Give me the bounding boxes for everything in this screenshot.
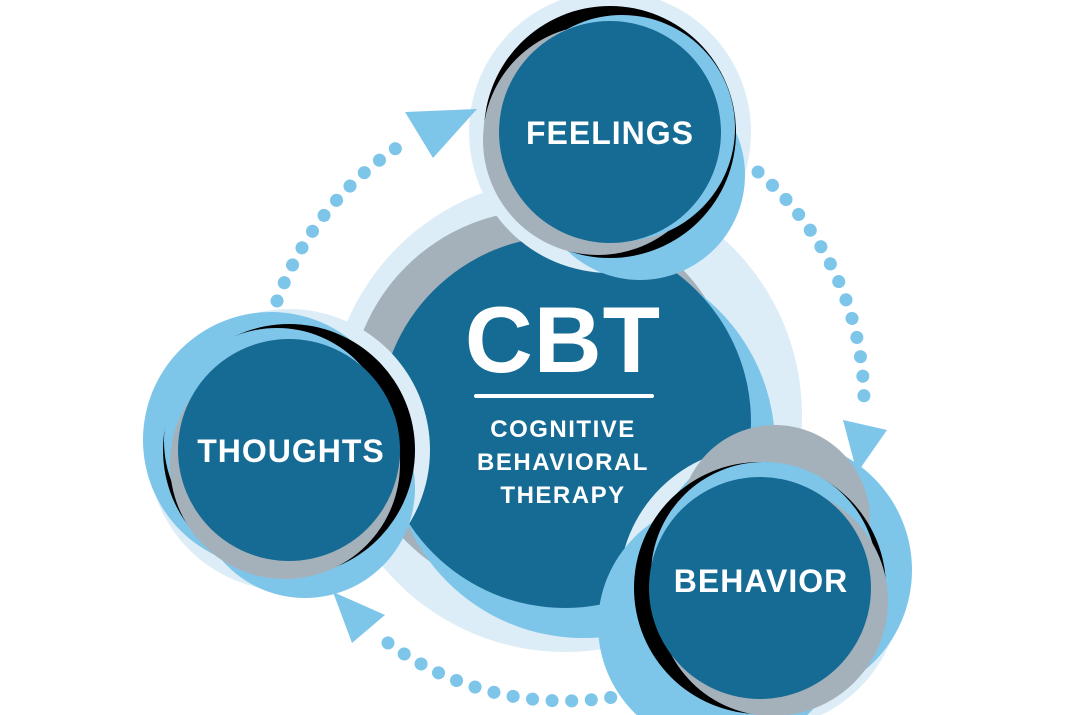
arc-behavior-to-thoughts	[367, 625, 656, 708]
behavior-to-thoughts-arrow-icon	[333, 592, 385, 643]
node-behavior: BEHAVIOR	[598, 425, 912, 715]
feelings-label: FEELINGS	[526, 115, 694, 151]
title-divider-line	[474, 394, 654, 398]
behavior-main-circle	[649, 477, 871, 699]
center-node: CBT COGNITIVE BEHAVIORAL THERAPY	[328, 178, 802, 652]
node-thoughts: THOUGHTS	[143, 309, 430, 598]
center-subtitle-line-2: BEHAVIORAL	[477, 449, 649, 476]
center-title: CBT	[465, 287, 661, 392]
thoughts-main-circle	[178, 339, 400, 561]
behavior-label: BEHAVIOR	[674, 563, 849, 599]
node-feelings: FEELINGS	[469, 0, 751, 280]
center-subtitle-line-1: COGNITIVE	[490, 416, 636, 443]
cycle-arrows	[270, 109, 887, 708]
center-subtitle-line-3: THERAPY	[500, 482, 625, 509]
arc-feelings-to-behavior	[751, 165, 871, 407]
feelings-to-behavior-arrow-icon	[843, 420, 887, 473]
thoughts-to-feelings-arrow-icon	[405, 109, 477, 158]
thoughts-label: THOUGHTS	[197, 433, 385, 469]
arc-thoughts-to-feelings	[270, 133, 416, 308]
feelings-main-circle	[499, 21, 721, 243]
